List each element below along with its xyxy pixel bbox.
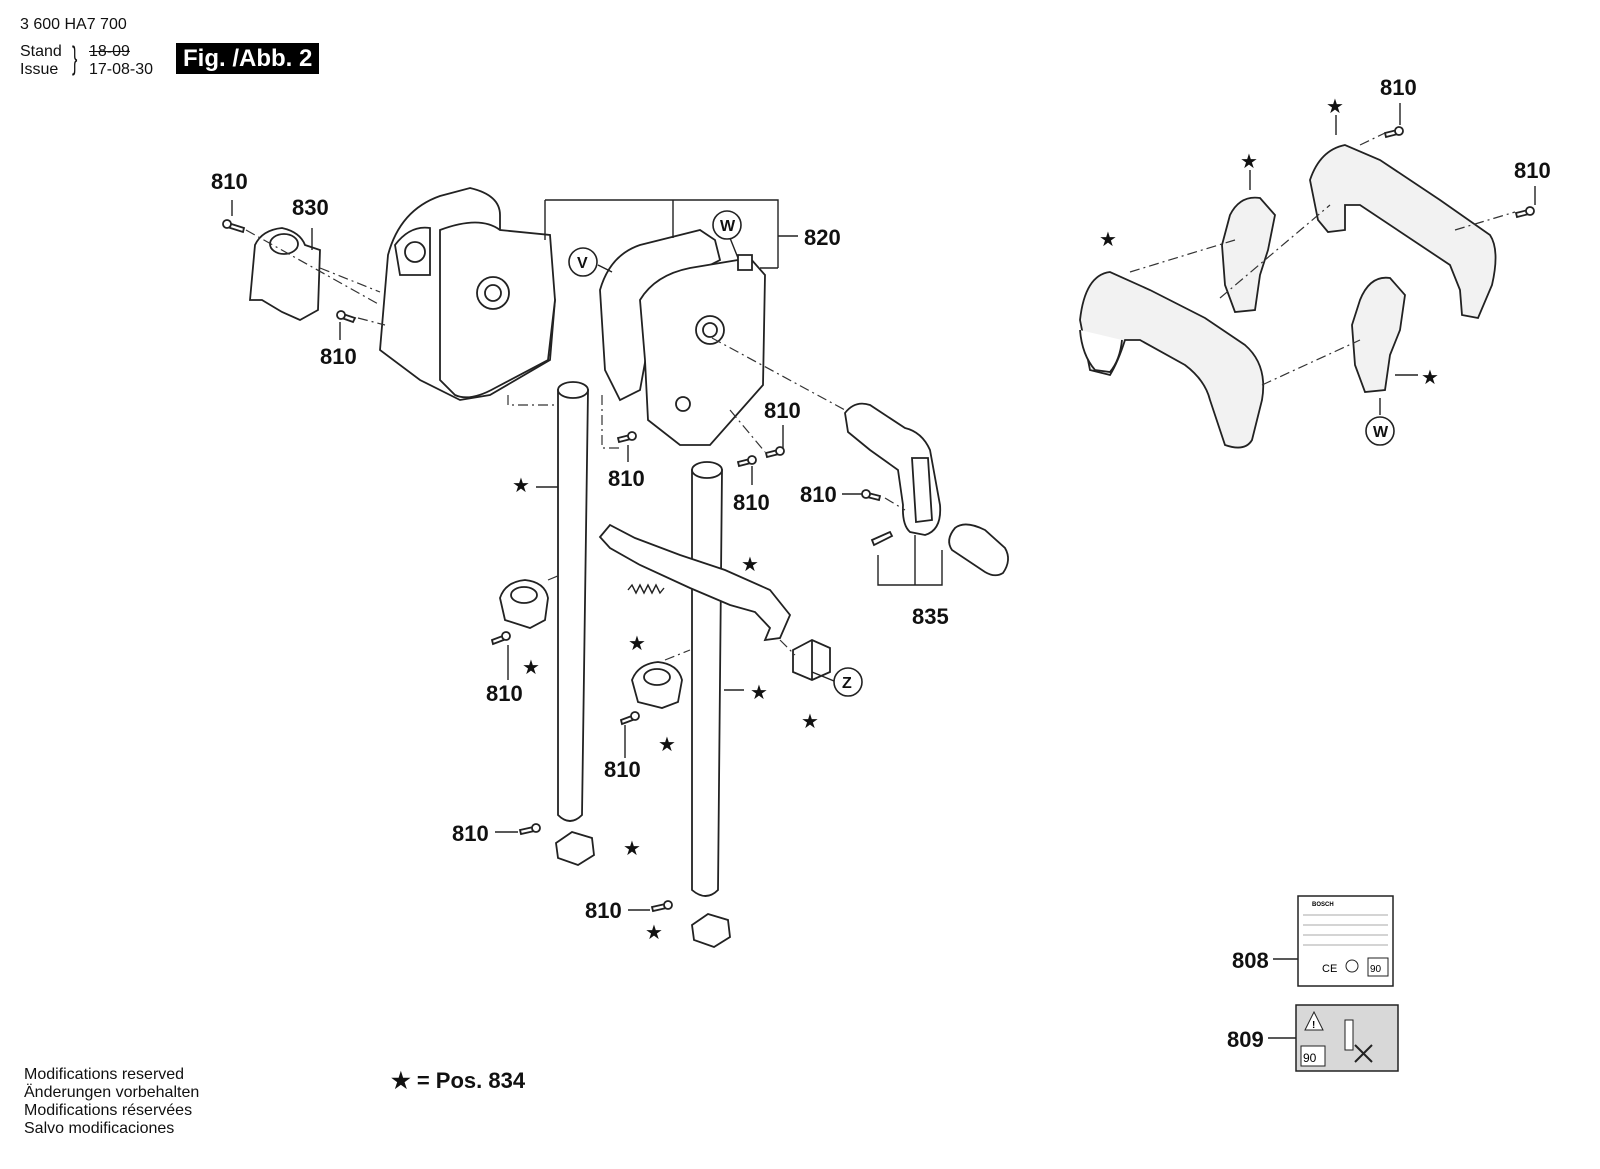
callout-820: 820	[804, 225, 841, 250]
stand-label: Stand	[20, 43, 62, 60]
knob-part	[792, 639, 831, 681]
callout-810: 810	[320, 344, 357, 369]
callout-810: 810	[1514, 158, 1551, 183]
callout-808: 808	[1232, 948, 1269, 973]
footer-line-de: Änderungen vorbehalten	[24, 1084, 200, 1101]
callout-810: 810	[800, 482, 837, 507]
clip-part	[249, 227, 321, 322]
type-plate-brand: BOSCH	[1312, 902, 1334, 908]
callout-810: 810	[486, 681, 523, 706]
type-plate-level: 90	[1370, 964, 1382, 975]
figure-label: Fig. /Abb. 2	[176, 43, 320, 74]
warning-label-level: 90	[1303, 1051, 1317, 1065]
callout-810: 810	[1380, 75, 1417, 100]
crank-handle-part	[844, 402, 1009, 577]
star-icon: ★	[1240, 149, 1258, 173]
svg-text:!: !	[1312, 1020, 1315, 1031]
leader-lines	[231, 103, 1536, 1039]
callouts: 810 830 810 820 810 810 810 810 835 810 …	[211, 75, 1551, 1052]
star-icon: ★	[801, 709, 819, 733]
star-markers: ★ ★ ★ ★ ★ ★ ★ ★ ★ ★ ★ ★ ★	[512, 94, 1439, 944]
letter-z: Z	[842, 675, 852, 692]
type-plate-label: BOSCH CE 90	[1297, 895, 1394, 987]
star-legend: ★ = Pos. 834	[391, 1068, 526, 1093]
brace-glyph: }	[72, 40, 78, 76]
footer-line-fr: Modifications réservées	[24, 1102, 193, 1119]
callout-810: 810	[733, 490, 770, 515]
lower-clamp-part	[631, 661, 683, 709]
star-icon: ★	[1099, 227, 1117, 251]
warning-label: ! 90	[1295, 1004, 1399, 1072]
callout-810: 810	[764, 398, 801, 423]
footer-line-en: Modifications reserved	[24, 1066, 185, 1083]
star-icon: ★	[522, 655, 540, 679]
upper-clamp-part	[499, 579, 549, 629]
letter-v: V	[577, 255, 588, 272]
callout-810: 810	[608, 466, 645, 491]
star-icon: ★	[741, 552, 759, 576]
carry-handle-part	[1079, 271, 1265, 449]
footer-notes: Modifications reserved Änderungen vorbeh…	[24, 1066, 199, 1138]
callout-809: 809	[1227, 1027, 1264, 1052]
type-plate-ce: CE	[1322, 963, 1337, 975]
left-foot-part	[555, 831, 595, 866]
issue-date: 17-08-30	[89, 61, 154, 78]
star-icon: ★	[658, 732, 676, 756]
callout-810: 810	[452, 821, 489, 846]
locking-bar-part	[598, 523, 792, 642]
screw-parts	[222, 126, 1535, 913]
spring-part	[627, 583, 665, 595]
letter-w: W	[720, 218, 736, 235]
star-icon: ★	[645, 920, 663, 944]
left-housing-rear-shell	[379, 187, 556, 401]
right-foot-part	[691, 913, 731, 948]
callout-810: 810	[604, 757, 641, 782]
star-icon: ★	[1421, 365, 1439, 389]
star-icon: ★	[628, 631, 646, 655]
handle-grip-left-part	[1221, 196, 1276, 313]
assembly-lines	[245, 132, 1516, 661]
callout-830: 830	[292, 195, 329, 220]
reference-letters: V W Z W	[568, 210, 1395, 697]
letter-w: W	[1373, 424, 1389, 441]
handle-bracket-part	[1309, 144, 1497, 320]
left-housing-front-shell	[599, 229, 766, 446]
callout-810: 810	[211, 169, 248, 194]
document-number: 3 600 HA7 700	[20, 16, 127, 33]
callout-835: 835	[912, 604, 949, 629]
issue-label: Issue	[20, 61, 59, 78]
left-tube	[557, 381, 589, 822]
callout-810: 810	[585, 898, 622, 923]
star-icon: ★	[623, 836, 641, 860]
star-icon: ★	[512, 473, 530, 497]
star-icon: ★	[1326, 94, 1344, 118]
handle-grip-right-part	[1351, 276, 1406, 393]
stand-date: 18-09	[89, 43, 130, 60]
right-tube	[691, 461, 723, 897]
star-icon: ★	[750, 680, 768, 704]
footer-line-es: Salvo modificaciones	[24, 1120, 175, 1137]
